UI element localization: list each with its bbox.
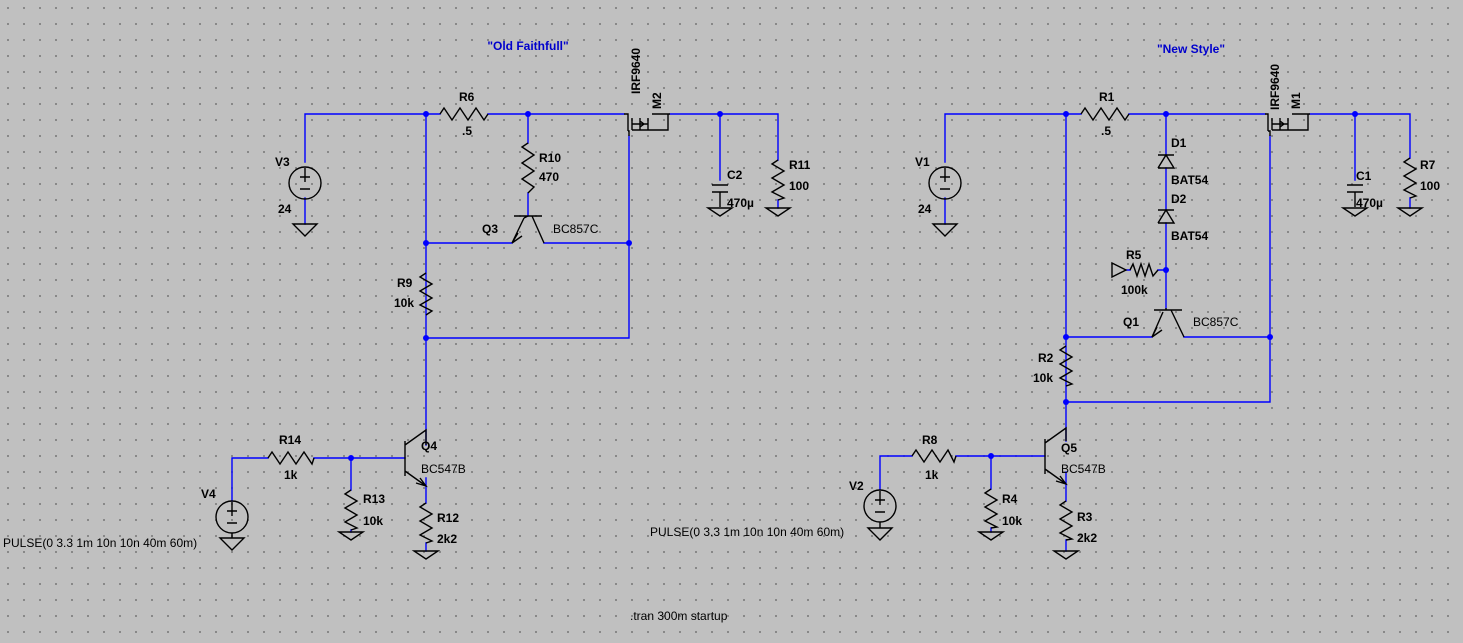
v1-value: 24	[918, 202, 932, 216]
c2-name: C2	[727, 168, 743, 182]
r8-value: 1k	[925, 468, 939, 482]
c2-value: 470µ	[727, 196, 754, 210]
q5-value: BC547B	[1061, 462, 1106, 476]
r2-name: R2	[1038, 351, 1054, 365]
d1-value: BAT54	[1171, 173, 1208, 187]
voltage-source-v2[interactable]: V2 PULSE(0 3.3 1m 10n 10n 40m 60m)	[650, 479, 897, 541]
resistor-r11[interactable]: R11 100	[763, 158, 811, 217]
r12-name: R12	[437, 511, 459, 525]
r3-value: 2k2	[1077, 531, 1097, 545]
mosfet-m2[interactable]: IRF9640 M2	[624, 48, 670, 136]
r4-name: R4	[1002, 492, 1018, 506]
resistor-r14[interactable]: R14 1k	[267, 433, 315, 482]
v1-name: V1	[915, 155, 930, 169]
v2-name: V2	[849, 479, 864, 493]
r6-name: R6	[459, 90, 475, 104]
r7-name: R7	[1420, 158, 1436, 172]
resistor-r3[interactable]: R3 2k2	[1051, 500, 1097, 560]
d1-name: D1	[1171, 136, 1187, 150]
r8-name: R8	[922, 433, 938, 447]
r1-value: .5	[1101, 124, 1111, 138]
c1-value: 470µ	[1356, 196, 1383, 210]
d2-value: BAT54	[1171, 229, 1208, 243]
resistor-r9[interactable]: R9 10k	[394, 272, 434, 316]
r11-name: R11	[789, 158, 811, 172]
resistor-r13[interactable]: R13 10k	[336, 489, 385, 541]
resistor-r1[interactable]: R1 .5	[1080, 90, 1130, 138]
v3-value: 24	[278, 202, 292, 216]
r9-name: R9	[397, 276, 413, 290]
m1-name: M1	[1289, 92, 1303, 109]
capacitor-c2[interactable]: C2 470µ	[705, 168, 754, 217]
r12-value: 2k2	[437, 532, 457, 546]
resistor-r5[interactable]: R5 100k	[1111, 248, 1159, 297]
spice-directive[interactable]: .tran 300m startup	[630, 609, 728, 623]
resistor-r12[interactable]: R12 2k2	[411, 502, 459, 560]
q3-name: Q3	[482, 222, 498, 236]
q4-value: BC547B	[421, 462, 466, 476]
resistor-r2[interactable]: R2 10k	[1033, 345, 1074, 387]
transistor-q5[interactable]: Q5 BC547B	[1044, 426, 1106, 486]
voltage-source-v3[interactable]: V3 24	[275, 155, 322, 216]
q1-name: Q1	[1123, 315, 1139, 329]
v2-value: PULSE(0 3.3 1m 10n 10n 40m 60m)	[650, 525, 844, 539]
v4-value: PULSE(0 3.3 1m 10n 10n 40m 60m)	[3, 536, 197, 550]
m2-value: IRF9640	[629, 48, 643, 94]
title-new-style: "New Style"	[1157, 42, 1225, 56]
r9-value: 10k	[394, 296, 414, 310]
right-circuit: V1 24 R1 .5 IRF9640 M1 D1 BAT54 D2 BAT54	[650, 64, 1440, 560]
transistor-q4[interactable]: Q4 BC547B	[404, 428, 466, 488]
resistor-r10[interactable]: R10 470	[520, 142, 561, 194]
q1-value: BC857C	[1193, 315, 1239, 329]
r6-value: .5	[462, 124, 472, 138]
r11-value: 100	[789, 179, 809, 193]
title-old-faithfull: "Old Faithfull"	[487, 39, 568, 53]
voltage-source-v4[interactable]: V4 PULSE(0 3.3 1m 10n 10n 40m 60m)	[3, 487, 249, 551]
v3-name: V3	[275, 155, 290, 169]
r4-value: 10k	[1002, 514, 1022, 528]
r13-name: R13	[363, 492, 385, 506]
transistor-q1[interactable]: Q1 BC857C	[1123, 308, 1239, 338]
left-circuit: V3 24 R6 .5 IRF9640 M2 R10 470 Q3 BC857C	[3, 48, 811, 560]
r2-value: 10k	[1033, 371, 1053, 385]
r5-name: R5	[1126, 248, 1142, 262]
r1-name: R1	[1099, 90, 1115, 104]
d2-name: D2	[1171, 192, 1187, 206]
ground-symbol	[291, 223, 319, 237]
q4-name: Q4	[421, 439, 437, 453]
capacitor-c1[interactable]: C1 470µ	[1340, 169, 1383, 217]
r13-value: 10k	[363, 514, 383, 528]
r10-name: R10	[539, 151, 561, 165]
resistor-r8[interactable]: R8 1k	[911, 433, 957, 482]
resistor-r6[interactable]: R6 .5	[439, 90, 489, 138]
c1-name: C1	[1356, 169, 1372, 183]
resistor-r7[interactable]: R7 100	[1395, 157, 1440, 217]
q5-name: Q5	[1061, 441, 1077, 455]
r7-value: 100	[1420, 179, 1440, 193]
r14-value: 1k	[284, 468, 298, 482]
r10-value: 470	[539, 170, 559, 184]
m2-name: M2	[650, 92, 664, 109]
v4-name: V4	[201, 487, 216, 501]
r5-value: 100k	[1121, 283, 1148, 297]
m1-value: IRF9640	[1268, 64, 1282, 110]
mosfet-m1[interactable]: IRF9640 M1	[1265, 64, 1310, 136]
r3-name: R3	[1077, 510, 1093, 524]
diode-d2[interactable]: D2 BAT54	[1157, 192, 1208, 243]
diode-d1[interactable]: D1 BAT54	[1157, 136, 1208, 187]
voltage-source-v1[interactable]: V1 24	[915, 155, 962, 237]
r14-name: R14	[279, 433, 301, 447]
q3-value: BC857C	[553, 222, 599, 236]
resistor-r4[interactable]: R4 10k	[976, 488, 1022, 541]
transistor-q3[interactable]: Q3 BC857C	[482, 215, 599, 244]
